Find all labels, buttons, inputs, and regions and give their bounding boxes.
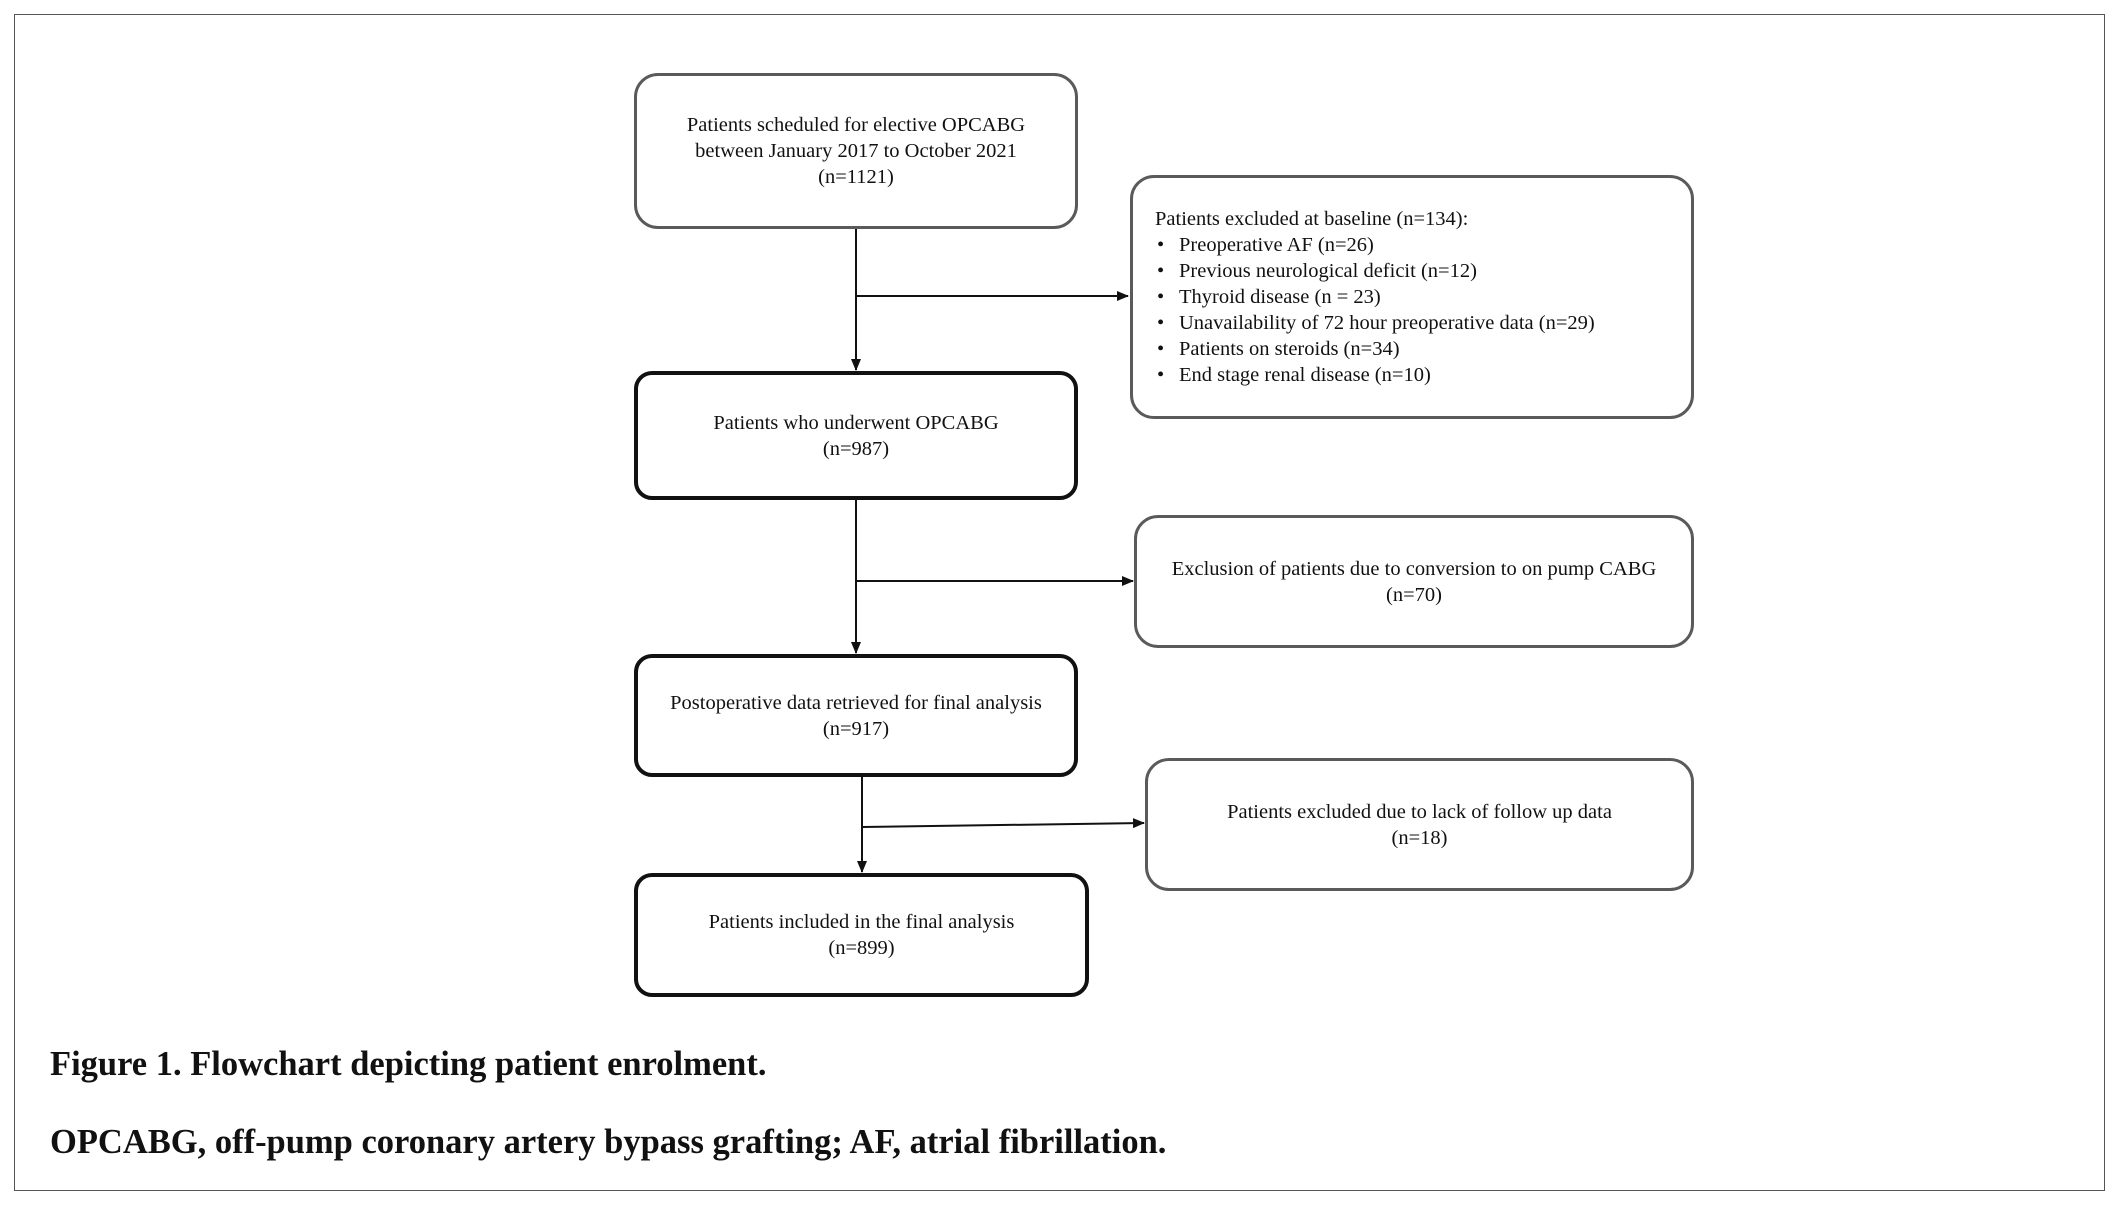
box-scheduled-line2: between January 2017 to October 2021 <box>695 140 1017 162</box>
box-final: Patients included in the final analysis … <box>634 873 1089 997</box>
box-underwent-line2: (n=987) <box>822 437 890 460</box>
box-scheduled: Patients scheduled for elective OPCABG b… <box>634 73 1078 229</box>
box-followup: Patients excluded due to lack of follow … <box>1145 758 1694 891</box>
box-final-line2: (n=899) <box>828 937 895 959</box>
box-underwent-line1: Patients who underwent OPCABG <box>713 411 999 434</box>
box-underwent: Patients who underwent OPCABG (n=987) <box>634 371 1078 500</box>
box-scheduled-line3: (n=1121) <box>818 166 894 188</box>
excluded-item-neuro: Previous neurological deficit (n=12) <box>1155 258 1595 284</box>
box-followup-line1: Patients excluded due to lack of follow … <box>1227 800 1612 823</box>
excluded-baseline-heading: Patients excluded at baseline (n=134): <box>1155 208 1469 230</box>
box-scheduled-line1: Patients scheduled for elective OPCABG <box>686 114 1026 136</box>
box-postoperative: Postoperative data retrieved for final a… <box>634 654 1078 777</box>
box-conversion-line2: (n=70) <box>1386 583 1442 606</box>
excluded-item-preop-data: Unavailability of 72 hour preoperative d… <box>1155 310 1595 336</box>
box-followup-line2: (n=18) <box>1391 826 1448 849</box>
box-postoperative-line1: Postoperative data retrieved for final a… <box>670 691 1042 714</box>
box-postoperative-line2: (n=917) <box>822 717 890 740</box>
box-conversion-line1: Exclusion of patients due to conversion … <box>1171 557 1657 580</box>
excluded-item-af: Preoperative AF (n=26) <box>1155 232 1595 258</box>
excluded-item-thyroid: Thyroid disease (n = 23) <box>1155 284 1595 310</box>
arrow-to-followup <box>861 818 1145 829</box>
figure-caption-title: Figure 1. Flowchart depicting patient en… <box>50 1045 767 1083</box>
figure-caption-abbreviations: OPCABG, off-pump coronary artery bypass … <box>50 1123 1167 1161</box>
box-excluded-baseline: Patients excluded at baseline (n=134): P… <box>1130 175 1694 419</box>
box-final-line1: Patients included in the final analysis <box>708 911 1015 933</box>
box-conversion: Exclusion of patients due to conversion … <box>1134 515 1694 648</box>
excluded-baseline-list: Preoperative AF (n=26) Previous neurolog… <box>1155 232 1595 388</box>
excluded-item-steroids: Patients on steroids (n=34) <box>1155 336 1595 362</box>
excluded-item-renal: End stage renal disease (n=10) <box>1155 362 1595 388</box>
